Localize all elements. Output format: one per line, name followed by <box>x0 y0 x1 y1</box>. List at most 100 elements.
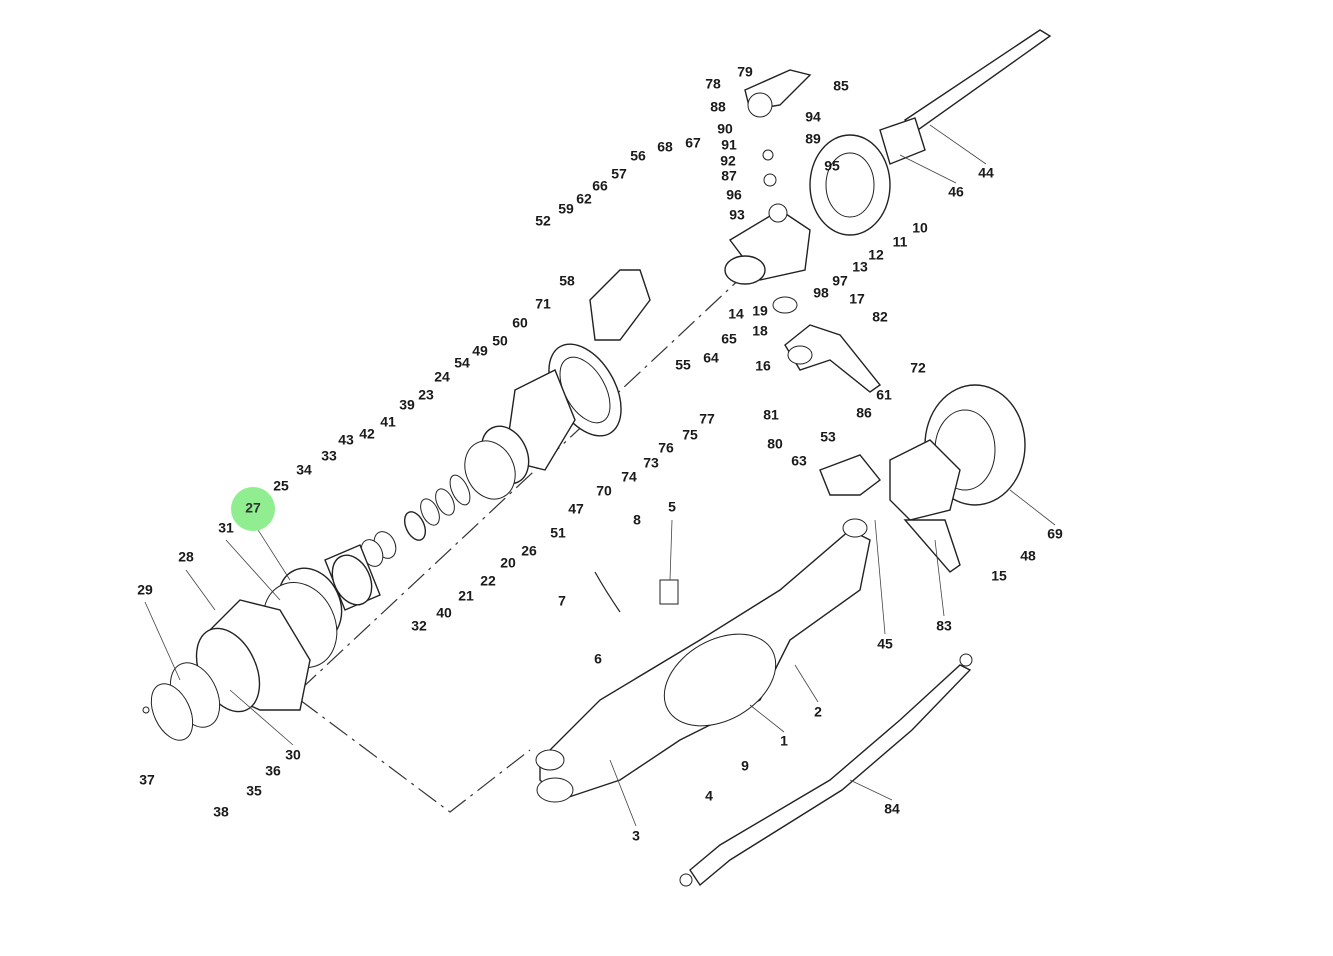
callout-98[interactable]: 98 <box>813 285 829 301</box>
callout-84[interactable]: 84 <box>884 801 900 817</box>
callout-86[interactable]: 86 <box>856 405 872 421</box>
callout-29[interactable]: 29 <box>137 582 153 598</box>
callout-65[interactable]: 65 <box>721 331 737 347</box>
callout-36[interactable]: 36 <box>265 763 281 779</box>
callout-76[interactable]: 76 <box>658 440 674 456</box>
callout-96[interactable]: 96 <box>726 187 742 203</box>
callout-37[interactable]: 37 <box>139 772 155 788</box>
callout-85[interactable]: 85 <box>833 78 849 94</box>
callout-23[interactable]: 23 <box>418 387 434 403</box>
callout-41[interactable]: 41 <box>380 414 396 430</box>
callout-91[interactable]: 91 <box>721 137 737 153</box>
callout-48[interactable]: 48 <box>1020 548 1036 564</box>
callout-97[interactable]: 97 <box>832 273 848 289</box>
callout-62[interactable]: 62 <box>576 191 592 207</box>
callout-40[interactable]: 40 <box>436 605 452 621</box>
callout-27[interactable]: 27 <box>245 500 261 516</box>
callout-89[interactable]: 89 <box>805 131 821 147</box>
callout-63[interactable]: 63 <box>791 453 807 469</box>
callout-55[interactable]: 55 <box>675 357 691 373</box>
callout-68[interactable]: 68 <box>657 139 673 155</box>
callout-6[interactable]: 6 <box>594 651 602 667</box>
callout-20[interactable]: 20 <box>500 555 516 571</box>
callout-56[interactable]: 56 <box>630 148 646 164</box>
callout-1[interactable]: 1 <box>780 733 788 749</box>
callout-82[interactable]: 82 <box>872 309 888 325</box>
callout-51[interactable]: 51 <box>550 525 566 541</box>
callout-47[interactable]: 47 <box>568 501 584 517</box>
callout-10[interactable]: 10 <box>912 220 928 236</box>
callout-7[interactable]: 7 <box>558 593 566 609</box>
callout-83[interactable]: 83 <box>936 618 952 634</box>
callout-59[interactable]: 59 <box>558 201 574 217</box>
callout-42[interactable]: 42 <box>359 426 375 442</box>
callout-77[interactable]: 77 <box>699 411 715 427</box>
callout-18[interactable]: 18 <box>752 323 768 339</box>
callout-78[interactable]: 78 <box>705 76 721 92</box>
callout-71[interactable]: 71 <box>535 296 551 312</box>
callout-43[interactable]: 43 <box>338 432 354 448</box>
callout-75[interactable]: 75 <box>682 427 698 443</box>
callout-13[interactable]: 13 <box>852 259 868 275</box>
callout-52[interactable]: 52 <box>535 213 551 229</box>
callout-33[interactable]: 33 <box>321 448 337 464</box>
callout-46[interactable]: 46 <box>948 184 964 200</box>
callout-4[interactable]: 4 <box>705 788 713 804</box>
callout-35[interactable]: 35 <box>246 783 262 799</box>
callout-70[interactable]: 70 <box>596 483 612 499</box>
callout-81[interactable]: 81 <box>763 407 779 423</box>
callout-54[interactable]: 54 <box>454 355 470 371</box>
callout-3[interactable]: 3 <box>632 828 640 844</box>
callout-45[interactable]: 45 <box>877 636 893 652</box>
callout-73[interactable]: 73 <box>643 455 659 471</box>
callout-11[interactable]: 11 <box>893 234 908 250</box>
callout-53[interactable]: 53 <box>820 429 836 445</box>
callout-22[interactable]: 22 <box>480 573 496 589</box>
callout-87[interactable]: 87 <box>721 168 737 184</box>
callout-58[interactable]: 58 <box>559 273 575 289</box>
callout-95[interactable]: 95 <box>824 158 840 174</box>
callout-16[interactable]: 16 <box>755 358 771 374</box>
callout-28[interactable]: 28 <box>178 549 194 565</box>
callout-88[interactable]: 88 <box>710 99 726 115</box>
callout-31[interactable]: 31 <box>218 520 234 536</box>
callout-44[interactable]: 44 <box>978 165 994 181</box>
callout-25[interactable]: 25 <box>273 478 289 494</box>
callout-21[interactable]: 21 <box>458 588 474 604</box>
callout-66[interactable]: 66 <box>592 178 608 194</box>
callout-9[interactable]: 9 <box>741 758 749 774</box>
callout-24[interactable]: 24 <box>434 369 450 385</box>
callout-61[interactable]: 61 <box>876 387 892 403</box>
callout-60[interactable]: 60 <box>512 315 528 331</box>
callout-38[interactable]: 38 <box>213 804 229 820</box>
callout-15[interactable]: 15 <box>991 568 1007 584</box>
callout-26[interactable]: 26 <box>521 543 537 559</box>
callout-5[interactable]: 5 <box>668 499 676 515</box>
callout-90[interactable]: 90 <box>717 121 733 137</box>
callout-69[interactable]: 69 <box>1047 526 1063 542</box>
callout-30[interactable]: 30 <box>285 747 301 763</box>
callout-32[interactable]: 32 <box>411 618 427 634</box>
callout-74[interactable]: 74 <box>621 469 637 485</box>
callout-92[interactable]: 92 <box>720 153 736 169</box>
drive-shaft <box>879 29 1052 165</box>
callout-72[interactable]: 72 <box>910 360 926 376</box>
callout-93[interactable]: 93 <box>729 207 745 223</box>
callout-19[interactable]: 19 <box>752 303 768 319</box>
callout-67[interactable]: 67 <box>685 135 701 151</box>
callout-64[interactable]: 64 <box>703 350 719 366</box>
callout-57[interactable]: 57 <box>611 166 627 182</box>
planetary-hub-left <box>142 567 343 741</box>
callout-34[interactable]: 34 <box>296 462 312 478</box>
callout-50[interactable]: 50 <box>492 333 508 349</box>
callout-2[interactable]: 2 <box>814 704 822 720</box>
callout-79[interactable]: 79 <box>737 64 753 80</box>
callout-80[interactable]: 80 <box>767 436 783 452</box>
callout-14[interactable]: 14 <box>728 306 744 322</box>
callout-39[interactable]: 39 <box>399 397 415 413</box>
callout-8[interactable]: 8 <box>633 512 641 528</box>
callout-49[interactable]: 49 <box>472 343 488 359</box>
callout-12[interactable]: 12 <box>868 247 884 263</box>
callout-17[interactable]: 17 <box>849 291 865 307</box>
callout-94[interactable]: 94 <box>805 109 821 125</box>
